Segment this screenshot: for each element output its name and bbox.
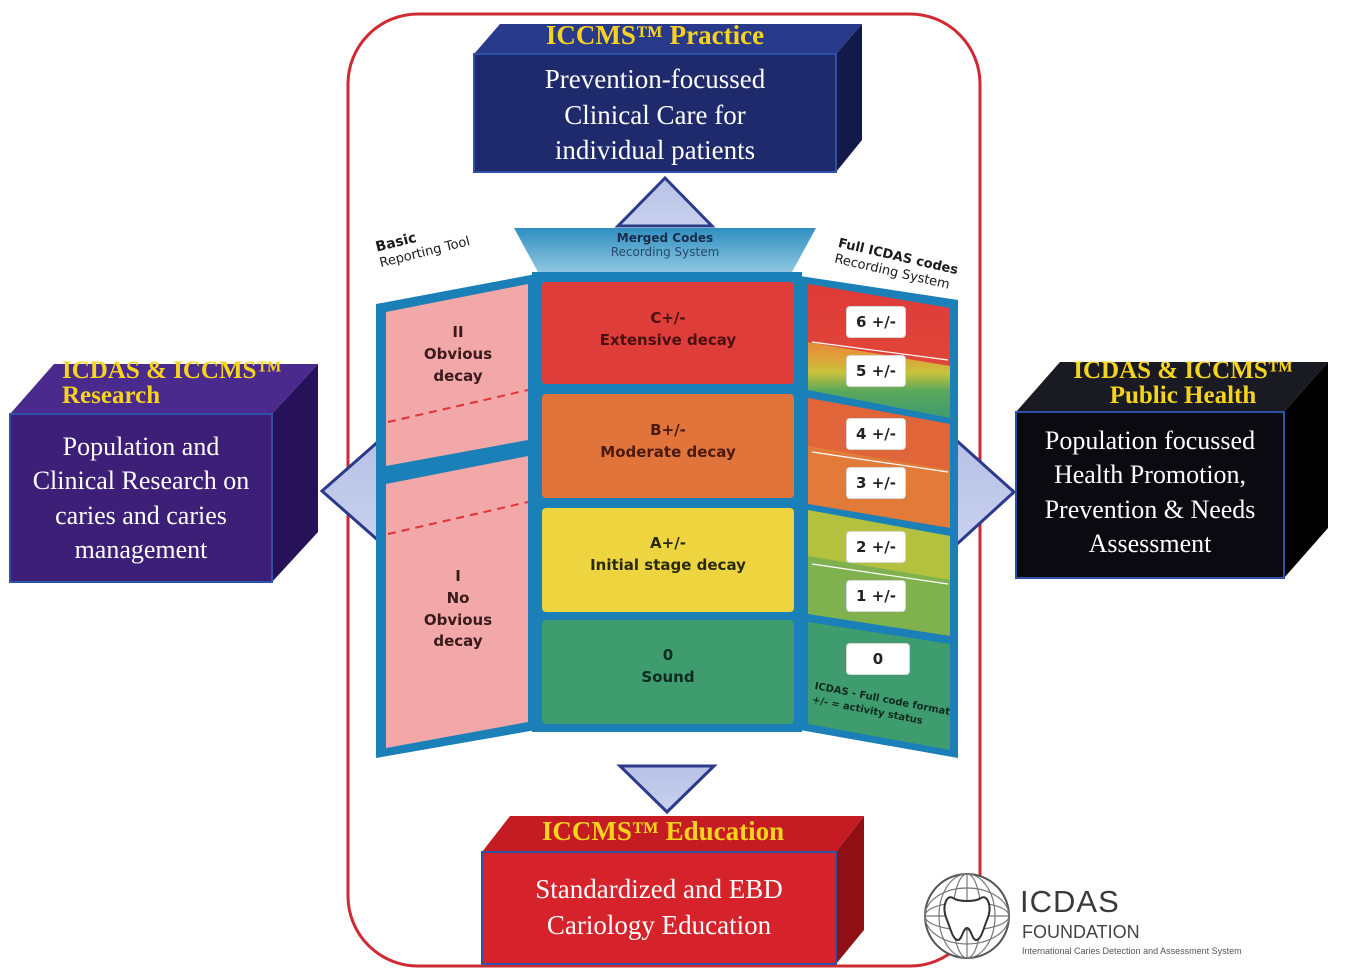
code-box-6: 6 +/-: [846, 306, 906, 338]
basic-i-line: decay: [433, 632, 483, 651]
public-health-line: Assessment: [1088, 528, 1212, 558]
merged-c-text: C+/- Extensive decay: [542, 308, 794, 352]
research-title: ICDAS & ICCMS™ Research: [62, 358, 322, 408]
merged-a-text: A+/- Initial stage decay: [542, 533, 794, 577]
research-line: management: [74, 534, 208, 564]
arrow-right-to-public-health: [954, 436, 1017, 549]
logo-sub: FOUNDATION: [1022, 922, 1140, 942]
code-box-2: 2 +/-: [846, 531, 906, 563]
merged-label: Moderate decay: [600, 442, 736, 461]
research-line: caries and caries: [55, 500, 227, 530]
practice-line: Clinical Care for: [564, 99, 746, 130]
code-box-1: 1 +/-: [846, 580, 906, 612]
basic-i-area: [386, 456, 528, 748]
research-title-line: ICDAS & ICCMS™: [62, 357, 282, 384]
public-health-line: Health Promotion,: [1053, 460, 1247, 490]
merged-code: 0: [662, 646, 674, 664]
code-box-5: 5 +/-: [846, 355, 906, 387]
practice-title: ICCMS™ Practice: [545, 20, 765, 50]
merged-label: Extensive decay: [599, 330, 737, 349]
public-health-title-line: ICDAS & ICCMS™: [1073, 357, 1293, 384]
public-health-body: Population focussed Health Promotion, Pr…: [1016, 424, 1284, 561]
public-health-title-line: Public Health: [1109, 382, 1257, 409]
basic-i-line: Obvious: [423, 610, 493, 629]
public-health-line: Prevention & Needs: [1044, 494, 1256, 524]
merged-label: Sound: [641, 667, 695, 686]
research-line: Clinical Research on: [32, 466, 250, 496]
education-body: Standardized and EBD Cariology Education: [482, 872, 836, 943]
basic-i-line: I: [455, 567, 461, 585]
basic-ii-line: decay: [433, 366, 483, 385]
logo-name: ICDAS: [1020, 884, 1120, 919]
code-box-0: 0: [846, 643, 910, 675]
basic-ii-line: Obvious: [423, 344, 493, 363]
merged-codes-line2: Recording System: [610, 245, 720, 260]
merged-code: C+/-: [650, 309, 686, 327]
logo-tagline: International Caries Detection and Asses…: [1022, 946, 1242, 956]
basic-panel: [376, 274, 536, 758]
education-box: [481, 816, 864, 965]
merged-label: Initial stage decay: [590, 555, 746, 574]
public-health-line: Population focussed: [1044, 426, 1256, 455]
practice-box: [473, 24, 862, 173]
research-box: [9, 364, 318, 583]
education-line: Cariology Education: [546, 909, 772, 940]
full-panel: [800, 276, 958, 758]
practice-line: Prevention-focussed: [544, 64, 766, 94]
merged-0-text: 0 Sound: [542, 645, 794, 689]
arrow-up-to-practice: [614, 175, 716, 228]
merged-codes-line1: Merged Codes: [616, 231, 714, 245]
merged-codes-label: Merged Codes Recording System: [538, 231, 792, 260]
public-health-box: [1015, 362, 1328, 579]
education-title: ICCMS™ Education: [541, 816, 785, 846]
practice-body: Prevention-focussed Clinical Care for in…: [474, 62, 836, 169]
arrow-down-to-education: [616, 764, 718, 815]
public-health-title: ICDAS & ICCMS™ Public Health: [1042, 358, 1324, 408]
merged-panel: [532, 272, 802, 732]
merged-codes-header: [514, 228, 816, 272]
merged-code: A+/-: [650, 534, 686, 552]
basic-i-text: I No Obvious decay: [398, 566, 518, 653]
education-line: Standardized and EBD: [535, 874, 783, 904]
basic-i-line: No: [446, 588, 470, 607]
code-box-3: 3 +/-: [846, 467, 906, 499]
code-box-4: 4 +/-: [846, 418, 906, 450]
research-title-line: Research: [62, 382, 161, 409]
basic-ii-text: II Obvious decay: [398, 322, 518, 387]
globe-logo-icon: [924, 873, 1010, 959]
merged-code: B+/-: [650, 421, 686, 439]
basic-ii-area: [386, 284, 528, 466]
practice-line: individual patients: [554, 135, 756, 166]
research-line: Population and: [62, 432, 220, 461]
research-body: Population and Clinical Research on cari…: [10, 430, 272, 567]
basic-ii-line: II: [452, 323, 464, 341]
merged-b-text: B+/- Moderate decay: [542, 420, 794, 464]
arrow-left-to-research: [319, 436, 382, 546]
